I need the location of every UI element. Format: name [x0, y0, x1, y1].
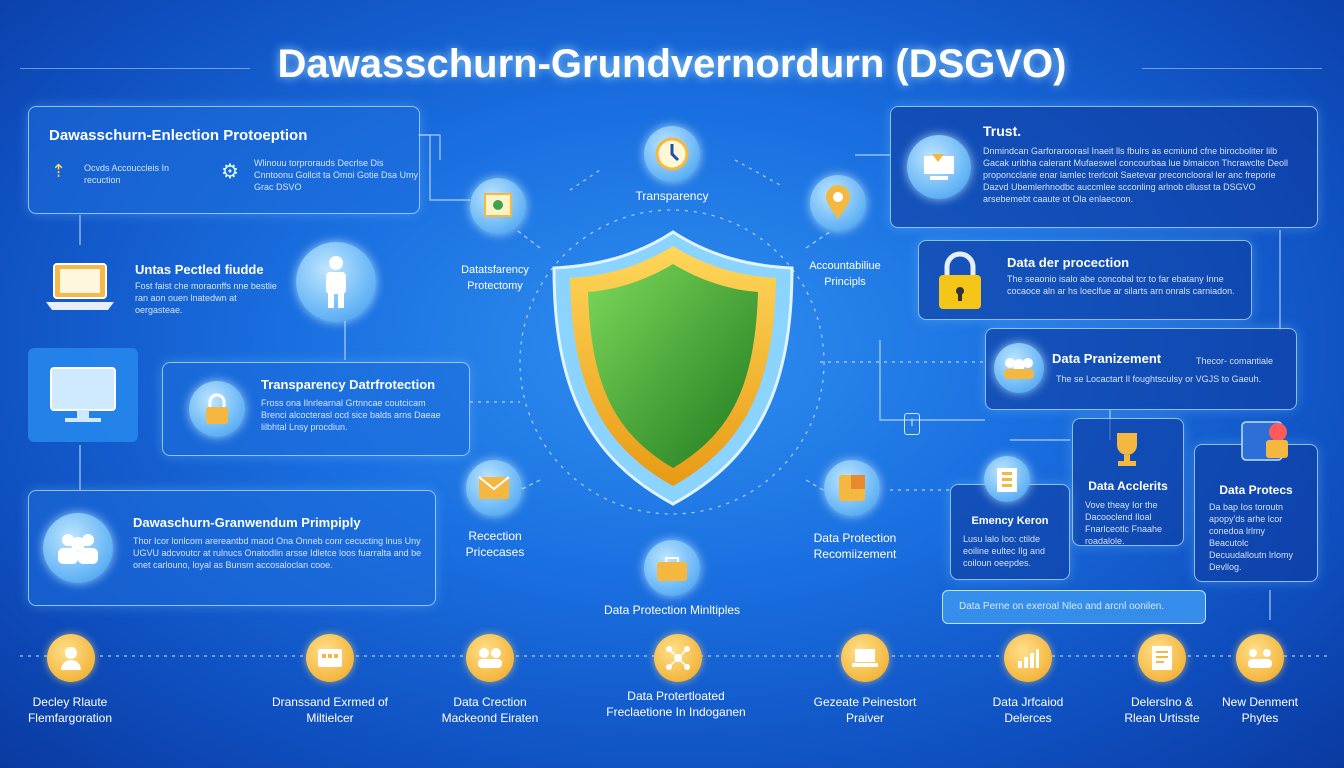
panel-trust: Trust. Dnmindcan Garforaroorasl Inaeit l… — [890, 106, 1318, 228]
panel-title: Dawaschurn-Granwendum Primpiply — [133, 515, 361, 530]
panel-title: Data Acclerits — [1088, 479, 1168, 493]
panel-data-acclerits: Data Acclerits Vove theay Ior the Dacooc… — [1072, 418, 1184, 546]
panel-title: Data Pranizement — [1052, 351, 1162, 366]
untas-text: Fost faist che moraonffs nne bestlie ran… — [135, 281, 277, 315]
hub-label-datatransparency: Datatsfarency Protectomy — [461, 264, 529, 292]
gear-icon: ⚙ — [221, 161, 239, 183]
panel-title: Transparency Datrfrotection — [261, 377, 436, 392]
community-circle — [994, 343, 1044, 393]
title-divider-right — [1142, 68, 1322, 69]
panel-text: Lusu lalo Ioo: ctilde eoiline eultec Ilg… — [963, 534, 1046, 568]
padlock-icon — [939, 251, 981, 309]
panel-data-der-procection: Data der procection The seaonio isalo ab… — [918, 240, 1252, 320]
trophy-icon — [1117, 433, 1137, 466]
lock-icon — [206, 393, 228, 424]
data-perne-bar: Data Perne on exeroal Nleo and arcnl oon… — [942, 590, 1206, 624]
panel-title: Trust. — [983, 123, 1022, 139]
team-icon — [58, 534, 98, 564]
panel-principly: Dawaschurn-Granwendum Primpiply Thor Ico… — [28, 490, 436, 606]
monitor-tile — [28, 348, 138, 442]
puzzle-icon — [839, 475, 865, 501]
panel-text: Thor Icor lonlcom arereantbd maod Ona On… — [133, 536, 422, 570]
hub-label-reception: Recection Pricecases — [465, 529, 525, 559]
untas-title: Untas Pectled fiudde — [135, 262, 264, 277]
briefcase-circle — [644, 540, 700, 596]
monitor-icon — [50, 367, 116, 422]
location-circle — [810, 175, 866, 231]
bottom-label-1: Dranssand Exrmed of Miltielcer — [271, 695, 389, 725]
panel-transparency-data: Transparency Datrfrotection Fross ona Il… — [162, 362, 470, 456]
panel-text: Fross ona Ilnrlearnal Grtnncae coutcicam… — [261, 398, 441, 432]
group-icon — [1236, 634, 1284, 682]
data-perne-text: Data Perne on exeroal Nleo and arcnl oon… — [959, 601, 1165, 612]
team-circle — [43, 513, 113, 583]
person-icon — [47, 634, 95, 682]
bottom-label-3: Data Protertloated Freclaetione In Indog… — [606, 689, 746, 719]
calendar-icon — [306, 634, 354, 682]
laptop-icon — [841, 634, 889, 682]
clock-icon — [655, 137, 689, 171]
checklist-icon — [997, 468, 1017, 492]
page-title: Dawasschurn-Grundvernordurn (DSGVO) — [277, 42, 1067, 86]
location-pin-icon — [826, 185, 850, 219]
image-circle — [470, 178, 526, 234]
hub-label-transparency: Transparency — [635, 189, 709, 203]
shield-icon — [552, 230, 794, 506]
hub-label-data-protection-recomm: Data Protection Recomiizement — [813, 531, 897, 561]
panel-enlection-protoeption: Dawasschurn-Enlection Protoeption ⇡ Ocvd… — [28, 106, 420, 214]
panel-side-text: Thecor- comantiale — [1196, 356, 1274, 366]
panel-left-text: Ocvds Accouccleis In recuction — [84, 163, 170, 185]
briefcase-icon — [657, 557, 687, 581]
panel-text: The seaonio isalo abe concobal tcr to fa… — [1007, 274, 1235, 296]
people-icon — [466, 634, 514, 682]
panel-text: Da bap Ios toroutn apopy'ds arhe lcor co… — [1209, 502, 1294, 572]
panel-text: Dnmindcan Garforaroorasl Inaeit lls fbul… — [983, 146, 1288, 204]
bottom-row: Decley Rlaute Flemfargoration Dranssand … — [0, 630, 1344, 760]
person-icon — [326, 256, 346, 308]
title-divider-left — [20, 68, 250, 69]
secure-folder-icon — [1241, 421, 1288, 461]
panel-data-pranizement: Data Pranizement Thecor- comantiale The … — [985, 328, 1297, 410]
computer-icon — [924, 154, 954, 180]
hub-label-multiples: Data Protection Minltiples — [603, 603, 741, 617]
document-icon — [1138, 634, 1186, 682]
clock-circle — [644, 126, 700, 182]
bottom-label-6: Delerslno & Rlean Urtisste — [1124, 695, 1200, 725]
computer-circle — [907, 135, 971, 199]
lock-circle — [189, 381, 245, 437]
hub-label-accountability: Accountabiliue Principls — [809, 260, 881, 288]
panel-title: Data der procection — [1007, 255, 1130, 270]
community-icon — [1004, 358, 1034, 379]
panel-text: The se Locactart Il foughtsculsy or VGJS… — [1056, 374, 1262, 384]
bottom-label-5: Data Jrfcaiod Delerces — [992, 695, 1064, 725]
info-marker: i — [904, 413, 920, 435]
laptop-icon — [40, 250, 120, 320]
bottom-label-0: Decley Rlaute Flemfargoration — [27, 695, 113, 725]
person-figure-circle — [296, 242, 376, 322]
bar-chart-icon — [1004, 634, 1052, 682]
picture-icon — [484, 193, 512, 217]
network-icon — [654, 634, 702, 682]
bottom-label-2: Data Crection Mackeond Eiraten — [441, 695, 539, 725]
growth-icon: ⇡ — [51, 161, 67, 181]
panel-right-text: Wlinouu torprorauds Decrlse Dis Cnntoonu… — [254, 158, 419, 192]
bottom-label-4: Gezeate Peinestort Praiver — [813, 695, 917, 725]
envelope-circle — [466, 460, 522, 516]
envelope-icon — [478, 476, 510, 499]
bottom-label-7: New Denment Phytes — [1221, 695, 1299, 725]
panel-title: Dawasschurn-Enlection Protoeption — [49, 127, 308, 144]
panel-text: Vove theay Ior the Dacooclend Iloal Fnar… — [1085, 500, 1163, 546]
checklist-circle — [984, 456, 1030, 502]
puzzle-circle — [824, 460, 880, 516]
panel-title: Emency Keron — [971, 515, 1049, 527]
panel-data-protecs: Data Protecs Da bap Ios toroutn apopy'ds… — [1194, 444, 1318, 582]
panel-title: Data Protecs — [1219, 483, 1293, 497]
